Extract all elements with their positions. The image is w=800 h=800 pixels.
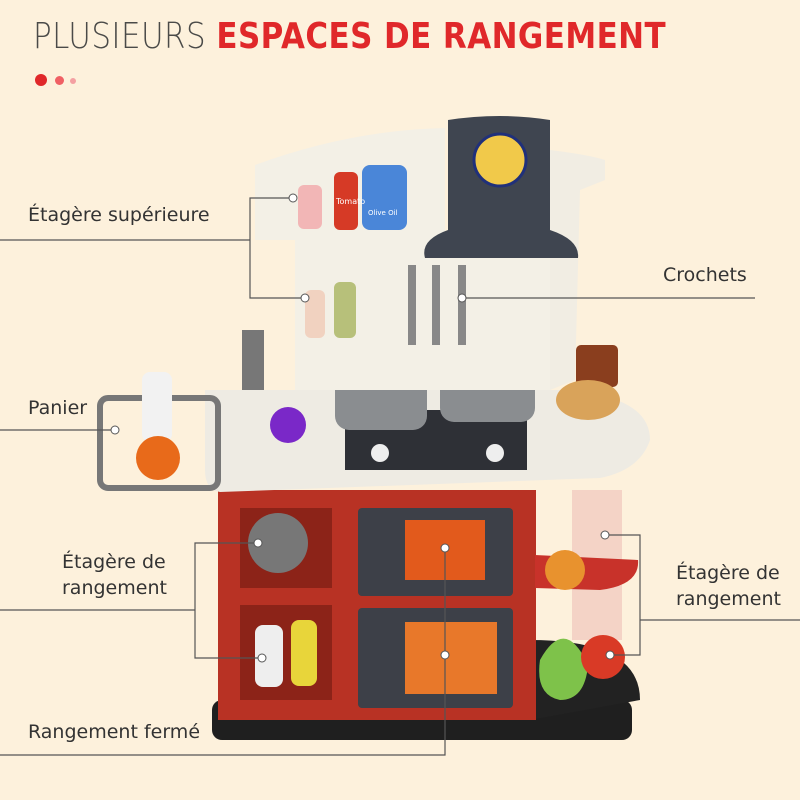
olive-oil-bottle-label: Olive Oil: [368, 209, 398, 217]
dot-3: [70, 78, 76, 84]
callout-storage-shelf-right: Étagère de rangement: [676, 562, 781, 610]
dot-1: [35, 74, 47, 86]
callout-closed-storage: Rangement fermé: [28, 721, 201, 743]
page-title: PLUSIEURS ESPACES DE RANGEMENT: [33, 16, 667, 57]
faucet: [242, 330, 264, 390]
upper-shelf: [255, 128, 445, 390]
callout-basket: Panier: [28, 397, 88, 419]
tomato-bottle-label: Tomato: [335, 197, 365, 206]
callout-storage-shelf-left: Étagère de rangement: [62, 551, 167, 599]
callout-hooks: Crochets: [663, 264, 747, 286]
callout-lines: [0, 197, 800, 756]
dot-2: [55, 76, 64, 85]
callout-upper-shelf: Étagère supérieure: [28, 204, 210, 226]
callout-dots: [110, 193, 615, 663]
